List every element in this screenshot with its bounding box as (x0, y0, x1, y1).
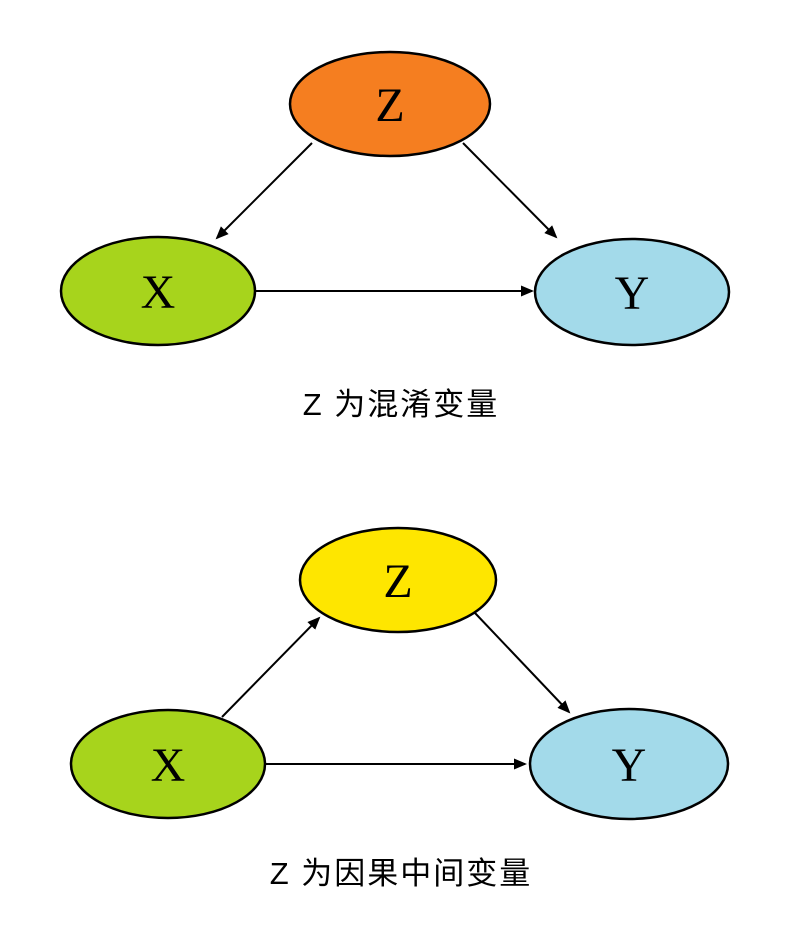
node-x-cause (69, 708, 267, 820)
node-z-label: Z (375, 79, 404, 132)
node-x-cause (59, 235, 257, 347)
node-z-label: Z (383, 555, 412, 608)
node-y-label: Y (615, 267, 650, 320)
edge-z-to-y (474, 612, 571, 714)
edge-z-to-x (215, 142, 313, 240)
mediator-diagram: Z X Y (69, 526, 730, 821)
confounder-caption: Z 为混淆变量 (302, 387, 500, 422)
node-x-label: X (151, 739, 186, 792)
node-y-outcome (533, 237, 731, 347)
confounder-diagram: Z X Y (59, 50, 731, 347)
edge-x-to-z (221, 616, 321, 718)
node-z-confounder (288, 50, 492, 158)
node-z-mediator (298, 526, 498, 634)
node-x-label: X (141, 266, 176, 319)
node-y-outcome (528, 707, 730, 821)
node-y-label: Y (612, 739, 647, 792)
edge-z-to-y (462, 142, 558, 239)
mediator-caption: Z 为因果中间变量 (269, 856, 533, 891)
